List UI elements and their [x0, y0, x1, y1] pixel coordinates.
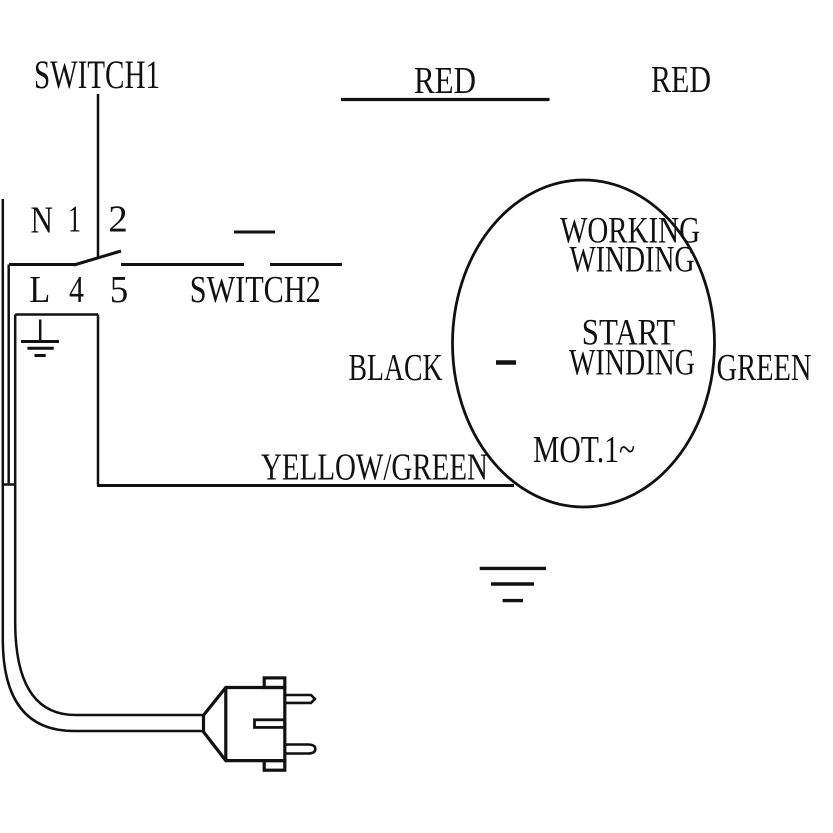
svg-text:1: 1 [68, 199, 81, 241]
svg-text:BLACK: BLACK [349, 347, 443, 389]
svg-text:SWITCH1: SWITCH1 [34, 52, 160, 97]
svg-text:N: N [31, 200, 54, 242]
svg-text:RED: RED [414, 60, 476, 102]
svg-text:5: 5 [110, 269, 129, 311]
svg-text:START: START [582, 312, 676, 353]
svg-text:WORKING: WORKING [560, 210, 700, 251]
svg-text:YELLOW/GREEN: YELLOW/GREEN [261, 447, 488, 489]
svg-text:WINDING: WINDING [570, 239, 695, 280]
svg-text:MOT.1~: MOT.1~ [533, 429, 635, 471]
svg-text:4: 4 [69, 269, 84, 311]
svg-text:SWITCH2: SWITCH2 [190, 269, 321, 311]
svg-text:RED: RED [651, 59, 711, 101]
svg-text:L: L [29, 269, 50, 311]
svg-text:GREEN: GREEN [717, 347, 812, 389]
svg-text:2: 2 [108, 199, 128, 241]
svg-text:WINDING: WINDING [569, 342, 695, 383]
